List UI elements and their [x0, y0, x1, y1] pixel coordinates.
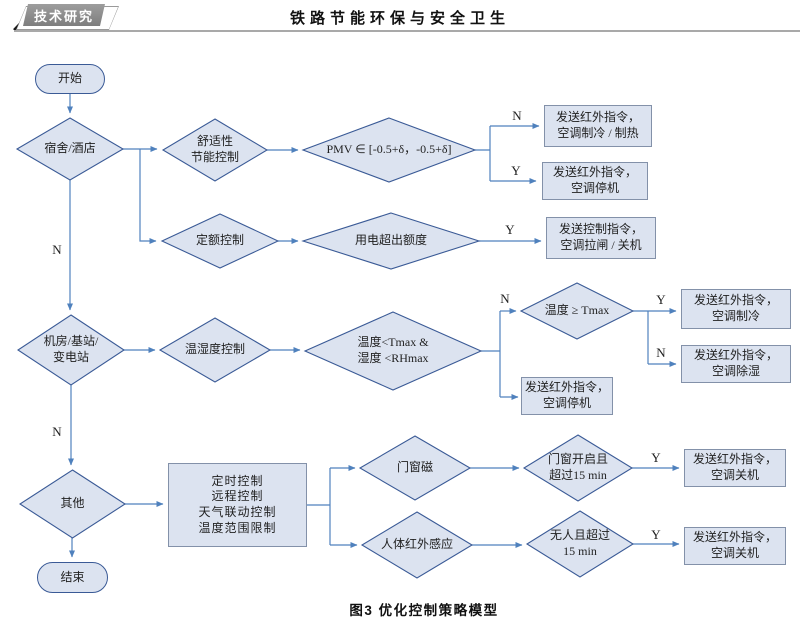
node-temp-humidity-control: 温湿度控制 — [160, 318, 270, 382]
node-start: 开始 — [35, 64, 105, 94]
diamond-shape — [18, 315, 124, 385]
node-ir-cool-heat: 发送红外指令， 空调制冷 / 制热 — [544, 105, 652, 147]
diamond-shape — [524, 435, 632, 501]
diamond-shape — [163, 119, 267, 181]
branch-label-station-n: N — [52, 424, 62, 439]
node-temp-humidity-condition: 温度<Tmax & 湿度 <RHmax — [305, 312, 481, 390]
node-dorm: 宿舍/酒店 — [17, 118, 123, 180]
node-ir-off-2-label: 发送红外指令， 空调关机 — [692, 530, 777, 560]
node-door-open-label: 门窗开启且 超过15 min — [547, 452, 608, 482]
node-quota-label: 定额控制 — [195, 233, 244, 248]
node-door-open-condition: 门窗开启且 超过15 min — [524, 435, 632, 501]
node-nobody-label: 无人且超过 15 min — [549, 528, 610, 558]
node-nobody-condition: 无人且超过 15 min — [527, 511, 633, 577]
node-start-label: 开始 — [57, 71, 82, 86]
section-badge-label: 技术研究 — [33, 8, 94, 24]
node-end-label: 结束 — [60, 569, 85, 584]
diamond-shape — [160, 318, 270, 382]
header-rule — [14, 30, 800, 32]
node-comfort-label: 舒适性 节能控制 — [190, 134, 239, 164]
node-ir-off-1: 发送红外指令， 空调关机 — [684, 449, 786, 487]
branch-label-dorm-n: N — [52, 242, 62, 257]
branch-label-tmax-n: N — [656, 345, 666, 360]
node-ir-cool: 发送红外指令， 空调制冷 — [681, 289, 791, 329]
node-pmv-label: PMV ∈ [-0.5+δ，-0.5+δ] — [326, 142, 452, 157]
node-ir-dehum-label: 发送红外指令， 空调除湿 — [693, 348, 778, 378]
node-station-label: 机房/基站/ 变电站 — [43, 334, 99, 364]
branch-label-tmax-y: Y — [656, 292, 666, 307]
diamond-shape — [303, 213, 479, 269]
node-ctrl-cutoff-label: 发送控制指令， 空调拉闸 / 关机 — [558, 222, 643, 252]
branch-label-pmv-n: N — [512, 108, 522, 123]
node-human-ir-sensor: 人体红外感应 — [362, 512, 472, 578]
node-ir-stop-1-label: 发送红外指令， 空调停机 — [552, 165, 637, 195]
page-title: 铁路节能环保与安全卫生 — [289, 10, 511, 27]
node-th-cond-label: 温度<Tmax & 湿度 <RHmax — [357, 335, 429, 365]
diamond-shape — [521, 283, 633, 339]
branch-label-nobody-y: Y — [651, 527, 661, 542]
diamond-shape — [162, 214, 278, 268]
node-multi-label: 定时控制 远程控制 天气联动控制 温度范围限制 — [198, 473, 277, 535]
node-station: 机房/基站/ 变电站 — [18, 315, 124, 385]
branch-label-pmv-y: Y — [511, 163, 521, 178]
node-ir-stop-2: 发送红外指令， 空调停机 — [521, 377, 613, 415]
node-th-ctrl-label: 温湿度控制 — [184, 342, 245, 357]
node-tmax-label: 温度 ≥ Tmax — [544, 303, 610, 318]
diamond-shape — [305, 312, 481, 390]
node-ir-off-2: 发送红外指令， 空调关机 — [684, 527, 786, 565]
diamond-shape — [303, 118, 475, 182]
node-human-label: 人体红外感应 — [380, 537, 453, 552]
section-badge: 技术研究 — [23, 4, 105, 26]
node-ir-stop-2-label: 发送红外指令， 空调停机 — [524, 380, 609, 410]
node-ir-stop-1: 发送红外指令， 空调停机 — [542, 162, 648, 200]
diamond-shape — [17, 118, 123, 180]
node-multi-control: 定时控制 远程控制 天气联动控制 温度范围限制 — [168, 463, 307, 547]
node-other: 其他 — [20, 470, 125, 538]
node-end: 结束 — [37, 562, 108, 593]
node-ir-cool-heat-label: 发送红外指令， 空调制冷 / 制热 — [555, 110, 640, 140]
node-tmax-condition: 温度 ≥ Tmax — [521, 283, 633, 339]
diamond-shape — [20, 470, 125, 538]
diamond-shape — [360, 436, 470, 500]
node-door-label: 门窗磁 — [396, 460, 433, 475]
branch-label-dooropen-y: Y — [651, 450, 661, 465]
node-other-label: 其他 — [60, 496, 85, 511]
diamond-shape — [527, 511, 633, 577]
node-quota-control: 定额控制 — [162, 214, 278, 268]
node-comfort-control: 舒适性 节能控制 — [163, 119, 267, 181]
node-ir-cool-label: 发送红外指令， 空调制冷 — [693, 293, 778, 323]
node-door-magnet: 门窗磁 — [360, 436, 470, 500]
node-ir-dehumidify: 发送红外指令， 空调除湿 — [681, 345, 791, 383]
node-ir-off-1-label: 发送红外指令， 空调关机 — [692, 452, 777, 482]
node-pmv-condition: PMV ∈ [-0.5+δ，-0.5+δ] — [303, 118, 475, 182]
node-over-quota-label: 用电超出额度 — [354, 233, 427, 248]
node-ctrl-cutoff: 发送控制指令， 空调拉闸 / 关机 — [546, 217, 656, 259]
figure-caption: 图3 优化控制策略模型 — [349, 603, 499, 618]
node-dorm-label: 宿舍/酒店 — [44, 141, 96, 156]
node-over-quota: 用电超出额度 — [303, 213, 479, 269]
branch-label-over-y: Y — [505, 222, 515, 237]
diamond-shape — [362, 512, 472, 578]
branch-label-thcond-n: N — [500, 291, 510, 306]
